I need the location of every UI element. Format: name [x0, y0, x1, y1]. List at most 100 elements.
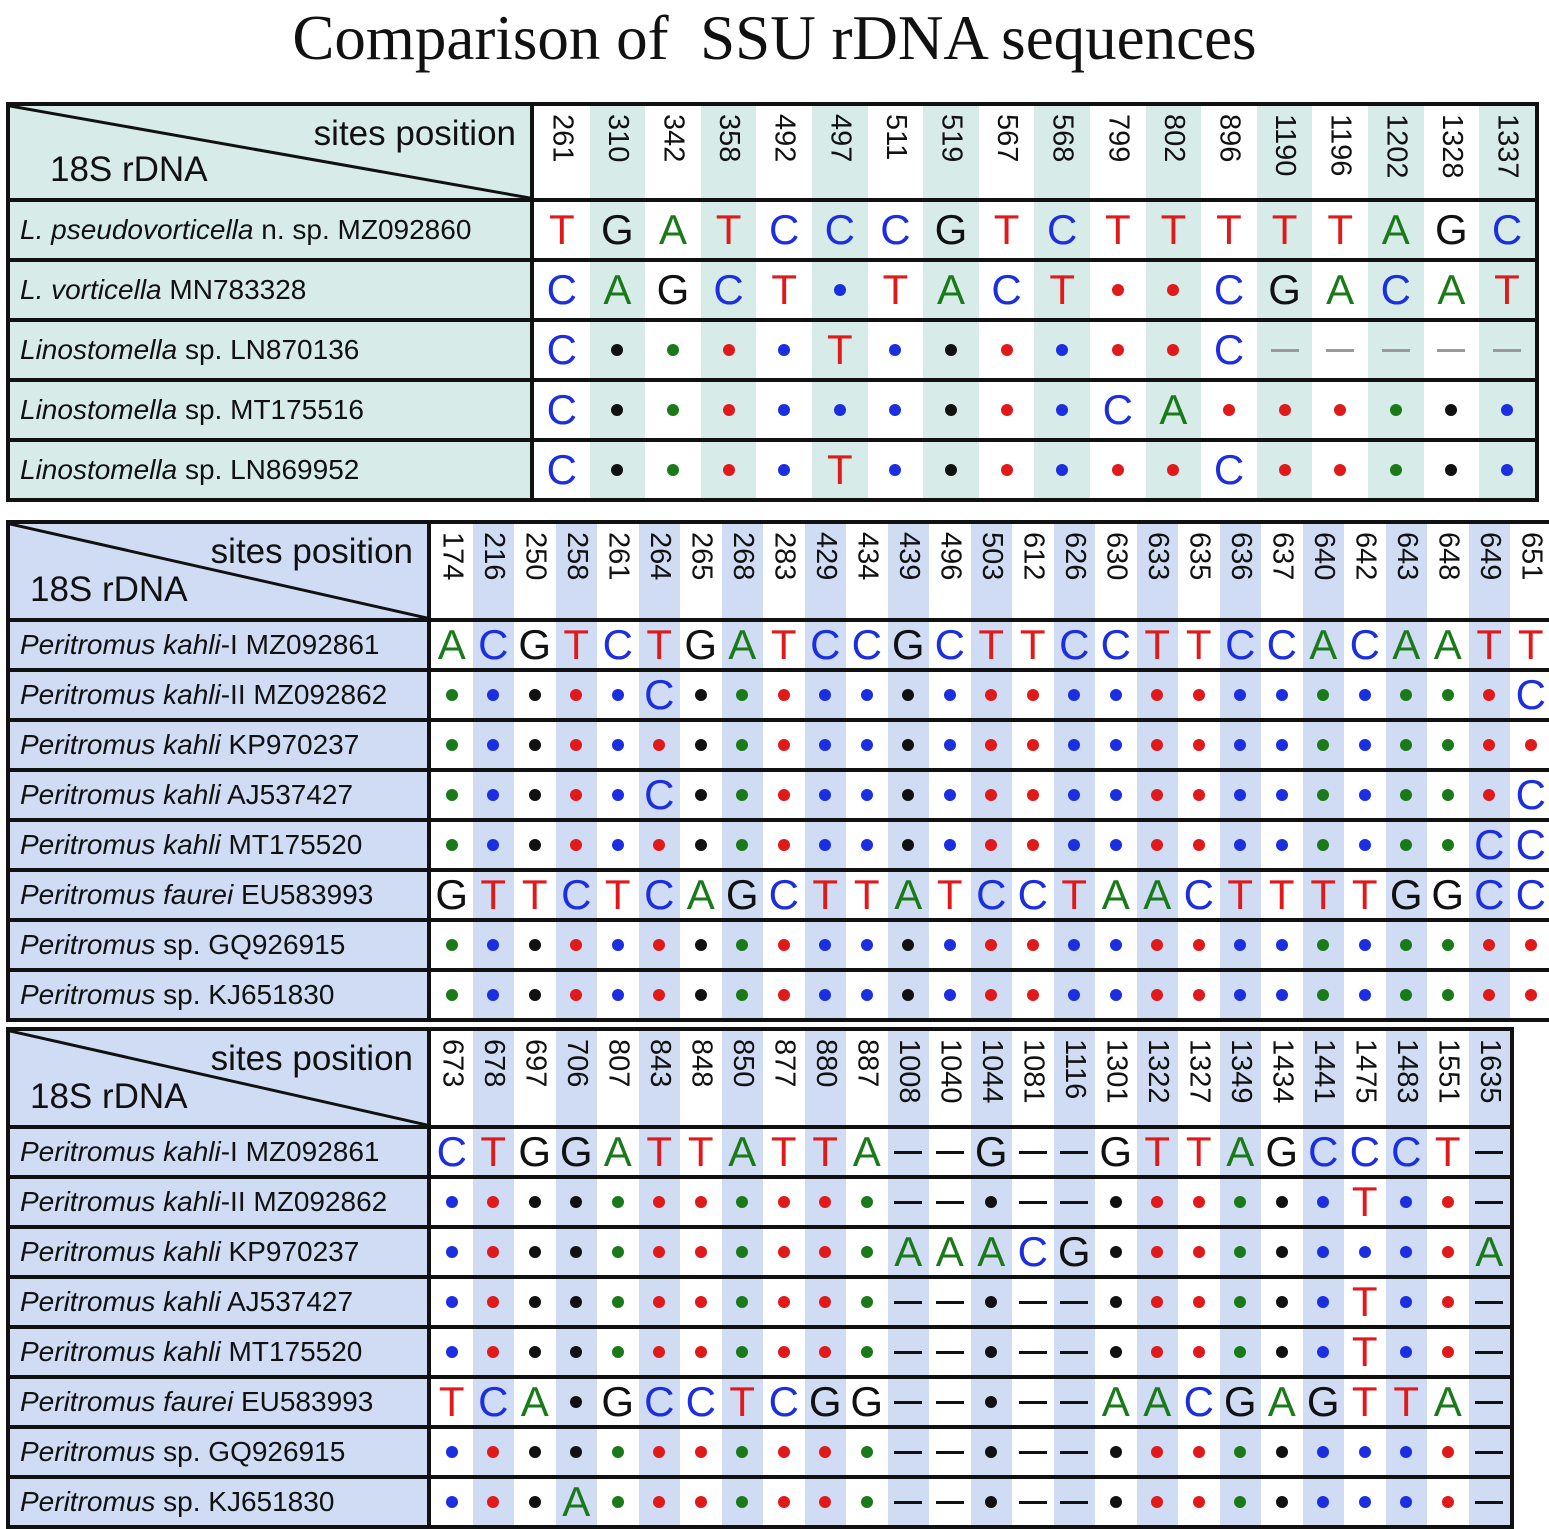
- identity-dot-mark: [902, 839, 915, 851]
- identity-dot: [1095, 1429, 1137, 1475]
- identity-dot-mark: [736, 1196, 749, 1208]
- identity-dot: [805, 1479, 847, 1525]
- identity-dot: [1095, 1279, 1137, 1325]
- sequence-name: Peritromus sp. KJ651830: [10, 972, 427, 1018]
- identity-dot-mark: [860, 1446, 873, 1458]
- identity-dot: [473, 1279, 515, 1325]
- identity-dot-mark: [653, 1346, 666, 1358]
- site-position-label: 258: [560, 532, 593, 581]
- identity-dot: [923, 442, 979, 498]
- gap-dash: [1012, 1179, 1054, 1225]
- site-position-label: 174: [436, 532, 469, 581]
- identity-dot: [1427, 1479, 1469, 1525]
- identity-dot-mark: [1441, 1496, 1454, 1508]
- site-position-label: 799: [1102, 114, 1135, 163]
- identity-dot: [556, 722, 598, 768]
- nucleotide: C: [644, 671, 675, 718]
- identity-dot-mark: [1192, 1246, 1205, 1258]
- sequence-name: L. vorticella MN783328: [10, 262, 530, 318]
- identity-dot-mark: [985, 739, 998, 751]
- site-position-label: 706: [560, 1039, 593, 1088]
- identity-dot: [722, 1229, 764, 1275]
- identity-dot-mark: [445, 1196, 458, 1208]
- gap-dash: [1012, 1429, 1054, 1475]
- nucleotide: G: [1306, 1378, 1340, 1425]
- identity-dot-mark: [653, 1246, 666, 1258]
- site-column: 1202: [1368, 106, 1424, 498]
- nucleotide: T: [993, 206, 1020, 253]
- nucleotide: T: [1517, 621, 1544, 668]
- identity-dot-mark: [1275, 989, 1288, 1001]
- identity-dot: [763, 672, 805, 718]
- site-column: 896: [1201, 106, 1257, 498]
- identity-dot-mark: [1400, 1296, 1413, 1308]
- site-position-label: 250: [519, 532, 552, 581]
- nucleotide: A: [562, 1478, 591, 1525]
- gap-dash-mark: [894, 1500, 923, 1504]
- gap-dash: [888, 1379, 930, 1425]
- nucleotide: C: [1515, 771, 1546, 818]
- identity-dot-mark: [1445, 464, 1458, 476]
- identity-dot: [888, 672, 930, 718]
- identity-dot: [473, 972, 515, 1018]
- identity-dot: [1344, 672, 1386, 718]
- identity-dot-mark: [1026, 989, 1039, 1001]
- row-border: [10, 1325, 1510, 1329]
- identity-dot-mark: [1317, 1446, 1330, 1458]
- identity-dot: [1312, 382, 1368, 438]
- sequence-name: Peritromus faurei EU583993: [10, 1379, 427, 1425]
- nucleotide: C: [1017, 1228, 1048, 1275]
- identity-dot-mark: [1400, 789, 1413, 801]
- identity-dot: [763, 1429, 805, 1475]
- identity-dot: [888, 972, 930, 1018]
- identity-dot-mark: [1275, 739, 1288, 751]
- identity-dot: [1137, 972, 1179, 1018]
- nucleotide: C: [1266, 621, 1297, 668]
- identity-dot: [1178, 1479, 1220, 1525]
- identity-dot-mark: [653, 1296, 666, 1308]
- nucleotide: T: [1351, 1178, 1378, 1225]
- identity-dot: [929, 922, 971, 968]
- nucleotide: C: [1047, 206, 1078, 253]
- identity-dot: [1344, 1229, 1386, 1275]
- gap-dash-mark: [1060, 1200, 1089, 1204]
- identity-dot-mark: [736, 789, 749, 801]
- header-sites-position: sites position: [313, 114, 516, 153]
- site-column: 250: [514, 524, 556, 1018]
- site-position-label: 1483: [1390, 1039, 1423, 1104]
- nucleotide: G: [1265, 1128, 1299, 1175]
- identity-dot-mark: [985, 1446, 998, 1458]
- gap-dash-mark: [1018, 1200, 1047, 1204]
- identity-dot: [639, 1329, 681, 1375]
- taxon-name: Peritromus: [20, 979, 156, 1010]
- site-column: 630: [1095, 524, 1137, 1018]
- identity-dot-mark: [860, 939, 873, 951]
- identity-dot: [763, 972, 805, 1018]
- identity-dot-mark: [819, 789, 832, 801]
- nucleotide: A: [1475, 1228, 1504, 1275]
- identity-dot: [1344, 722, 1386, 768]
- nucleotide: A: [603, 266, 632, 313]
- site-column: 1434: [1261, 1031, 1303, 1525]
- identity-dot: [1090, 442, 1146, 498]
- identity-dot: [1137, 1229, 1179, 1275]
- identity-dot: [1469, 722, 1511, 768]
- identity-dot: [763, 822, 805, 868]
- identity-dot: [473, 1479, 515, 1525]
- identity-dot-mark: [943, 989, 956, 1001]
- identity-dot-mark: [1317, 1346, 1330, 1358]
- identity-dot-mark: [570, 989, 583, 1001]
- sequence-name: Peritromus kahli KP970237: [10, 722, 427, 768]
- identity-dot: [473, 722, 515, 768]
- gap-dash: [888, 1129, 930, 1175]
- gap-dash-mark: [894, 1200, 923, 1204]
- identity-dot-mark: [819, 739, 832, 751]
- identity-dot-mark: [1234, 1246, 1247, 1258]
- gap-dash-mark: [1018, 1400, 1047, 1404]
- nucleotide: A: [1326, 266, 1355, 313]
- identity-dot: [1054, 772, 1096, 818]
- identity-dot: [1427, 1329, 1469, 1375]
- identity-dot: [1303, 1479, 1345, 1525]
- identity-dot: [1178, 1329, 1220, 1375]
- taxon-name: Linostomella: [20, 334, 178, 365]
